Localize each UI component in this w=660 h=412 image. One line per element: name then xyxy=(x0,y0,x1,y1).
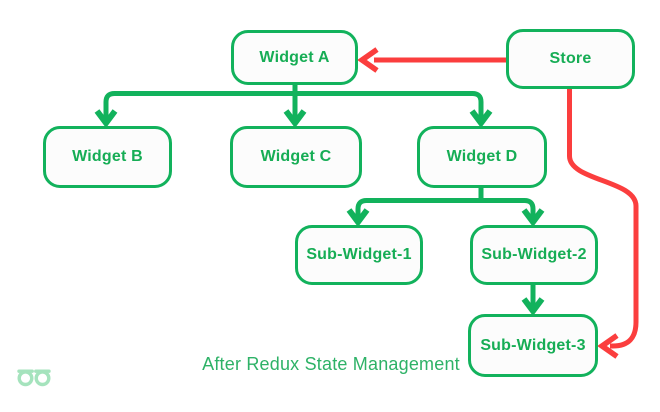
node-widget-a-label: Widget A xyxy=(259,48,330,66)
node-sub-widget-1-label: Sub-Widget-1 xyxy=(306,246,412,263)
node-widget-a: Widget A xyxy=(231,30,358,85)
node-widget-d: Widget D xyxy=(417,126,547,188)
node-widget-b-label: Widget B xyxy=(72,148,143,165)
node-widget-d-label: Widget D xyxy=(446,148,518,165)
diagram-caption: After Redux State Management xyxy=(202,354,460,374)
node-sub-widget-1: Sub-Widget-1 xyxy=(295,225,423,285)
node-store: Store xyxy=(506,29,635,89)
widget-a-children-arrows xyxy=(94,84,493,128)
geeksforgeeks-logo xyxy=(17,369,51,387)
node-widget-b: Widget B xyxy=(43,126,172,188)
node-sub-widget-2-label: Sub-Widget-2 xyxy=(481,246,587,263)
store-to-widget-a-arrow xyxy=(357,47,506,73)
node-widget-c-label: Widget C xyxy=(260,148,332,165)
node-sub-widget-2: Sub-Widget-2 xyxy=(470,225,598,285)
store-to-sub-widget-3-arrow xyxy=(567,87,639,359)
node-sub-widget-3-label: Sub-Widget-3 xyxy=(480,336,586,354)
node-sub-widget-3: Sub-Widget-3 xyxy=(468,314,598,377)
node-widget-c: Widget C xyxy=(230,126,362,188)
node-store-label: Store xyxy=(549,50,592,67)
sub-widget-2-to-3-arrow xyxy=(521,284,545,316)
widget-d-children-arrows xyxy=(346,186,545,227)
